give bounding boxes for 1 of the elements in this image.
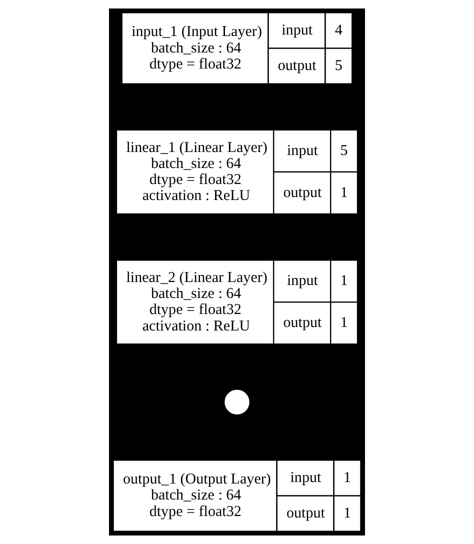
node-circle <box>224 390 250 415</box>
